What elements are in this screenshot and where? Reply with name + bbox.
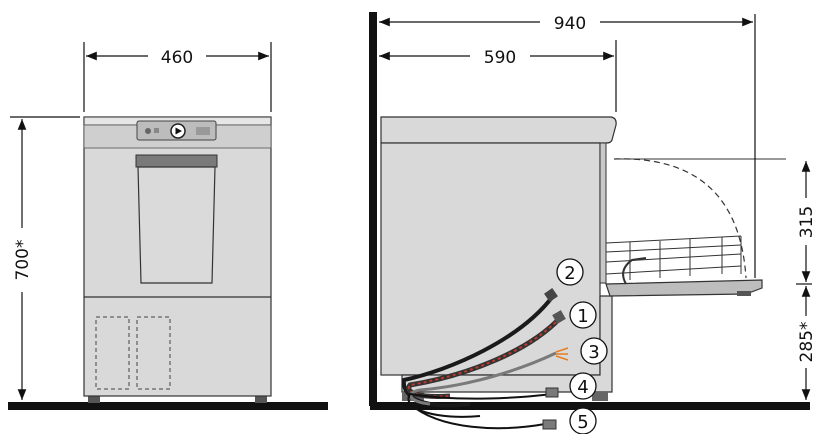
side-view [380,116,786,430]
door-height-dimension: 315 [796,161,813,285]
svg-text:1: 1 [577,306,588,327]
front-width-dimension: 460 [83,42,272,112]
side-door-face [599,142,607,284]
front-foot-left [88,396,100,403]
front-foot-right [255,396,267,403]
front-view [83,116,272,403]
wall [369,12,377,406]
svg-text:5: 5 [577,412,588,433]
cable-3 [409,351,557,406]
svg-text:4: 4 [577,377,588,398]
side-foot-front [592,392,608,401]
depth-body-label: 590 [484,48,516,68]
plinth-height-dimension: 285* [797,286,813,400]
plinth-panel-right [136,316,171,390]
hose-end-4 [545,387,559,398]
depth-total-dimension: 940 [379,14,756,278]
callout-1: 1 [569,301,597,329]
panel-display-icon [196,127,210,135]
front-height-label: 700* [13,240,33,281]
hose-end-5 [542,419,557,430]
door-height-label: 315 [797,206,813,238]
play-icon [175,127,182,135]
depth-body-dimension: 590 [379,40,617,112]
hose-end-2 [544,288,558,302]
front-width-label: 460 [161,48,193,68]
door-foot [737,291,751,296]
plinth-panel-left [95,316,130,390]
door-window [137,166,216,284]
power-button-icon [145,128,151,134]
side-worktop [380,116,617,144]
hose-5 [409,403,546,430]
svg-text:3: 3 [588,342,599,363]
callout-2: 2 [556,258,584,286]
callout-5: 5 [569,407,597,434]
svg-text:2: 2 [564,263,575,284]
basket [605,235,742,285]
depth-total-label: 940 [554,14,586,34]
floor-left [8,402,328,410]
fill-hose-1-overlay [407,317,561,398]
indicator-icon [154,128,159,133]
floor-right [370,402,810,410]
cable-end-3 [555,347,569,361]
hose-4 [407,392,553,418]
callout-4: 4 [569,372,597,400]
hose-end-1 [552,310,566,324]
door-swing-arc [613,158,747,279]
door-handle [135,154,218,168]
side-body [380,142,601,376]
front-height-dimension: 700* [10,116,80,400]
plinth-height-label: 285* [797,322,813,363]
open-door [605,279,763,297]
callout-3: 3 [580,337,608,365]
